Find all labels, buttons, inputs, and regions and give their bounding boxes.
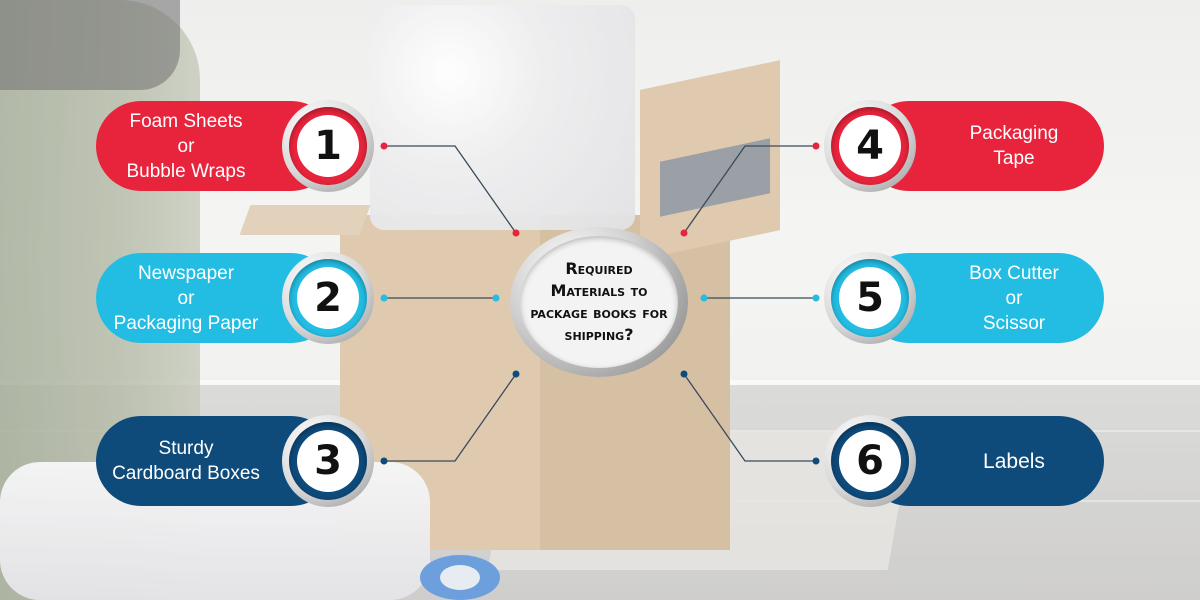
item-number: 5 <box>839 267 901 329</box>
number-badge: 5 <box>824 252 916 344</box>
center-inner: Required Materials to package books for … <box>520 236 678 368</box>
number-badge: 3 <box>282 415 374 507</box>
connector-3 <box>384 373 517 462</box>
number-inner: 2 <box>289 259 367 337</box>
connector-dot <box>380 457 388 465</box>
center-title: Required Materials to package books for … <box>530 259 668 344</box>
number-inner: 1 <box>289 107 367 185</box>
number-badge: 6 <box>824 415 916 507</box>
background-person-shirt <box>0 0 180 90</box>
item-label: Foam Sheets or Bubble Wraps <box>126 110 246 182</box>
number-inner: 6 <box>831 422 909 500</box>
item-label: Newspaper or Packaging Paper <box>113 262 259 334</box>
center-title-badge: Required Materials to package books for … <box>510 227 688 377</box>
item-label: Packaging Tape <box>969 123 1059 169</box>
number-inner: 3 <box>289 422 367 500</box>
number-badge: 1 <box>282 100 374 192</box>
number-badge: 2 <box>282 252 374 344</box>
item-label: Sturdy Cardboard Boxes <box>112 438 260 484</box>
connector-dot <box>680 229 688 237</box>
item-number: 6 <box>839 430 901 492</box>
connector-dot <box>812 457 820 465</box>
connector-dot <box>380 294 388 302</box>
number-badge: 4 <box>824 100 916 192</box>
item-number: 3 <box>297 430 359 492</box>
number-inner: 4 <box>831 107 909 185</box>
item-number: 1 <box>297 115 359 177</box>
number-inner: 5 <box>831 259 909 337</box>
connector-dot <box>812 294 820 302</box>
connector-6 <box>683 373 816 462</box>
connector-dot <box>680 370 688 378</box>
background-bubble-wrap <box>370 5 635 230</box>
connector-dot <box>700 294 708 302</box>
connector-dot <box>512 229 520 237</box>
connector-dot <box>380 142 388 150</box>
connector-dot <box>512 370 520 378</box>
item-number: 4 <box>839 115 901 177</box>
item-label: Box Cutter or Scissor <box>969 262 1059 334</box>
item-number: 2 <box>297 267 359 329</box>
connector-1 <box>384 145 517 234</box>
item-label: Labels <box>983 449 1045 473</box>
connector-dot <box>492 294 500 302</box>
background-tape-hole <box>440 565 480 590</box>
connector-dot <box>812 142 820 150</box>
connector-4 <box>683 145 816 234</box>
